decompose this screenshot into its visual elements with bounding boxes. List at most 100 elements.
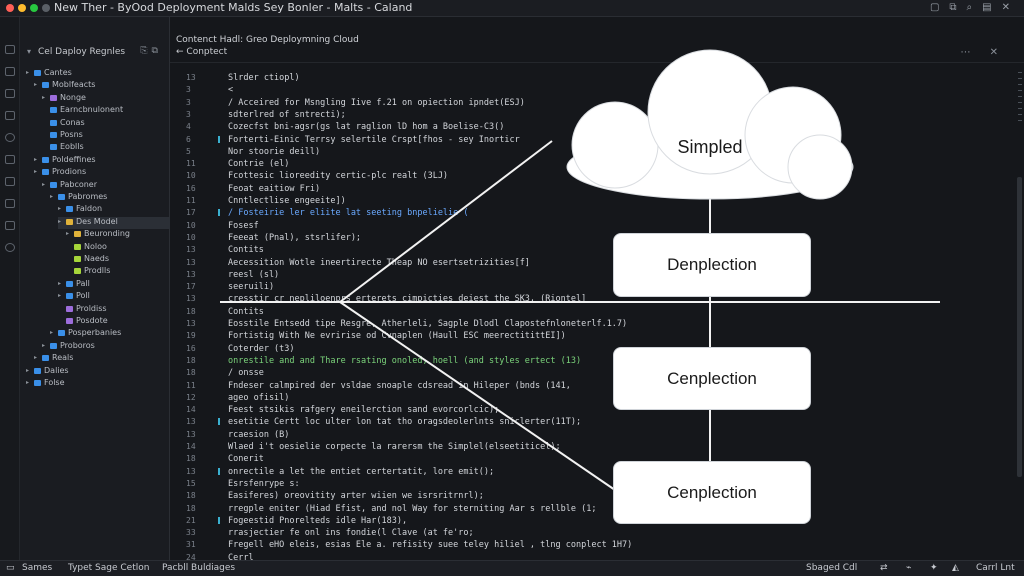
maximize-window-button[interactable] (30, 4, 38, 12)
code-line[interactable]: / onsse (228, 368, 264, 379)
status-sync-icon[interactable]: ⇄ (880, 563, 888, 573)
minimap[interactable] (1014, 72, 1024, 132)
code-line[interactable]: onrectile a let the entiet certertatit, … (228, 466, 495, 477)
tree-item[interactable]: Naeds (66, 254, 170, 266)
code-line[interactable]: Cnntlectlise engeeite]) (228, 196, 346, 206)
chevron-right-icon[interactable]: ▸ (42, 93, 46, 101)
tree-item[interactable]: Earncbnulonent (42, 105, 170, 117)
tree-item[interactable]: ▸Beuronding (66, 229, 170, 241)
chevron-right-icon[interactable]: ▸ (58, 279, 62, 287)
status-sparkle-icon[interactable]: ✦ (930, 563, 938, 573)
tab-actions[interactable]: ⋯ ✕ (960, 47, 1006, 58)
code-line[interactable]: Easiferes) oreovitity arter wiien we isr… (228, 491, 484, 502)
code-line[interactable]: Forterti-Einic Terrsy selertile Crspt[fh… (228, 134, 520, 145)
chevron-right-icon[interactable]: ▸ (50, 193, 54, 200)
code-line[interactable]: Contits (228, 306, 264, 317)
code-line[interactable]: rrasjectier fe onl ins fondie(l Clave (a… (228, 528, 474, 539)
tree-item[interactable]: ▸Moblfeacts (34, 80, 170, 92)
status-item-3[interactable]: Pacbll Buldiages (162, 563, 236, 573)
source-control-icon[interactable] (5, 111, 15, 120)
breadcrumb-text[interactable]: Contenct Hadl: Greo Deploymning Cloud (176, 35, 359, 45)
tree-item[interactable]: Proldiss (58, 304, 170, 316)
chevron-right-icon[interactable]: ▸ (58, 217, 62, 225)
search-activity-icon[interactable] (5, 89, 15, 98)
search-icon[interactable]: ⌕ (966, 2, 973, 13)
chevron-right-icon[interactable]: ▸ (50, 329, 54, 337)
tree-item[interactable]: Posns (42, 130, 170, 142)
tree-item[interactable]: ▸Folse (26, 378, 170, 390)
code-line[interactable]: ageo ofisil) (228, 392, 290, 403)
explorer-actions[interactable]: ⎘⧉ (140, 46, 162, 56)
run-debug-icon[interactable] (5, 133, 15, 142)
tree-item[interactable]: ▸Dalies (26, 366, 170, 378)
tree-item[interactable]: ▸Posperbanies (50, 328, 170, 340)
code-line[interactable]: Cerrl (228, 552, 254, 563)
extra-window-button[interactable] (42, 4, 50, 12)
tree-item[interactable]: ▸Poldeffines (34, 155, 170, 167)
code-line[interactable]: Fosesf (228, 220, 259, 231)
close-icon[interactable]: ✕ (1001, 2, 1010, 13)
tree-item[interactable]: Posdote (58, 316, 170, 328)
tree-item[interactable]: Prodlls (66, 266, 170, 278)
code-line[interactable]: Wlaed i't oesielie corpecte la rarersm t… (228, 442, 561, 452)
code-line[interactable]: Fregell eHO eleis, esias Ele a. refisity… (228, 540, 633, 551)
code-line[interactable]: Contrie (el) (228, 159, 290, 170)
chevron-right-icon[interactable]: ▸ (34, 168, 38, 176)
copy-icon[interactable]: ⧉ (949, 2, 957, 13)
remote-icon[interactable] (5, 177, 15, 186)
close-window-button[interactable] (6, 4, 14, 12)
code-line[interactable]: esetitie Certt loc ulter lon tat tho ora… (228, 417, 582, 428)
code-line[interactable]: Fortistig With Ne evririse od Cvnaplen (… (228, 331, 566, 342)
chevron-right-icon[interactable]: ▸ (66, 230, 70, 238)
code-line[interactable]: Feest stsikis rafgery eneilerction sand … (228, 405, 500, 416)
status-warning-icon[interactable]: ◭ (952, 563, 959, 573)
tree-item[interactable]: Eoblls (42, 142, 170, 154)
chevron-right-icon[interactable]: ▸ (34, 155, 38, 163)
code-line[interactable]: / Fosteirie ler eliite lat seeting bnpel… (228, 208, 469, 219)
notification-icon[interactable]: ▢ (929, 2, 940, 13)
explorer-icon[interactable] (5, 45, 15, 54)
tree-item[interactable]: ▸Pall (58, 279, 170, 291)
files-icon[interactable] (5, 67, 15, 76)
code-line[interactable]: rregple eniter (Hiad Efist, and nol Way … (228, 503, 597, 514)
tree-item[interactable]: ▸Des Model (58, 216, 170, 229)
docker-icon[interactable] (5, 221, 15, 230)
chevron-right-icon[interactable]: ▸ (58, 205, 62, 213)
code-line[interactable]: Cozecfst bni-agsr(gs lat raglion lD hom … (228, 122, 505, 133)
code-line[interactable]: reesl (sl) (228, 269, 280, 280)
code-line[interactable]: rcaesion (B) (228, 429, 290, 440)
tree-item[interactable]: ▸Poll (58, 291, 170, 303)
chevron-right-icon[interactable]: ▸ (42, 341, 46, 349)
code-line[interactable]: / Acceired for Msngling Iive f.21 on opi… (228, 97, 525, 108)
code-line[interactable]: Fcottesic lioreedity certic-plc realt (3… (228, 171, 449, 182)
code-line[interactable]: Fogeestid Pnorelteds idle Har(183), (228, 515, 408, 526)
code-line[interactable]: Eosstile Entsedd tipe Resgre, Atherleli,… (228, 319, 628, 329)
code-line[interactable]: Coterder (t3) (228, 343, 295, 354)
status-item-1[interactable]: Sames (22, 563, 53, 573)
minimize-window-button[interactable] (18, 4, 26, 12)
code-line[interactable]: Contits (228, 245, 264, 256)
code-line[interactable]: Conerit (228, 454, 264, 465)
status-item-2[interactable]: Typet Sage Cetlon (68, 563, 150, 573)
chevron-right-icon[interactable]: ▸ (42, 180, 46, 188)
code-line[interactable]: Feoat eaitiow Fri) (228, 183, 321, 194)
tree-item[interactable]: ▸Cantes (26, 68, 170, 80)
chevron-right-icon[interactable]: ▸ (34, 354, 38, 362)
tree-item[interactable]: Noloo (66, 242, 170, 254)
code-line[interactable]: sdterlred of sntrecti); (228, 109, 346, 120)
code-line[interactable]: Slrder ctiopl) (228, 73, 300, 83)
tree-item[interactable]: ▸Pabromes (50, 192, 170, 204)
code-line[interactable]: Esrsfenrype s: (228, 478, 300, 489)
code-line[interactable]: seeruili) (228, 282, 275, 293)
chevron-down-icon[interactable]: ▾ (27, 47, 32, 56)
code-line[interactable]: Aecessition Wotle ineertirecte Theap NO … (228, 257, 530, 268)
chevron-right-icon[interactable]: ▸ (34, 81, 38, 89)
tab-active[interactable]: ← Conptect (176, 47, 228, 57)
chevron-right-icon[interactable]: ▸ (58, 292, 62, 300)
code-line[interactable]: < (228, 85, 234, 96)
scroll-thumb[interactable] (1017, 177, 1022, 477)
status-bell-icon[interactable]: ⌁ (906, 563, 912, 573)
settings-activity-icon[interactable] (5, 243, 15, 252)
tree-item[interactable]: ▸Proboros (42, 341, 170, 353)
